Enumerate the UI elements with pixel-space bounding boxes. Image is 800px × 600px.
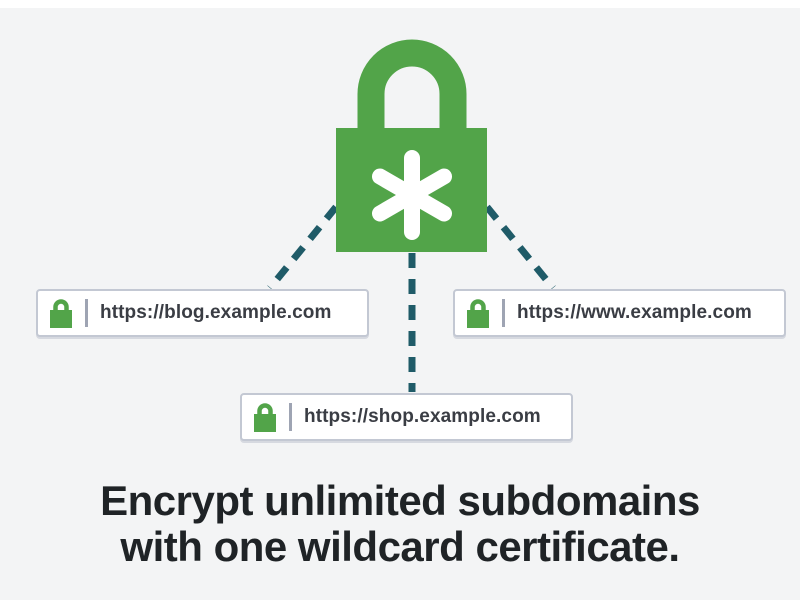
url-bar-www: https://www.example.com <box>453 289 786 337</box>
top-strip <box>0 0 800 8</box>
connector-blog <box>267 204 339 291</box>
headline-line-1: Encrypt unlimited subdomains <box>100 477 700 524</box>
connector-www <box>484 204 556 291</box>
connector-lines <box>267 204 556 392</box>
url-separator <box>85 299 88 327</box>
url-separator <box>289 403 292 431</box>
padlock-icon <box>254 403 276 432</box>
headline: Encrypt unlimited subdomains with one wi… <box>0 478 800 570</box>
url-text-www: https://www.example.com <box>517 302 752 323</box>
url-text-shop: https://shop.example.com <box>304 406 541 427</box>
headline-line-2: with one wildcard certificate. <box>120 523 680 570</box>
url-bar-shop: https://shop.example.com <box>240 393 573 441</box>
padlock-shackle <box>357 39 467 134</box>
padlock-icon <box>50 299 72 328</box>
padlock-icon <box>467 299 489 328</box>
wildcard-padlock-icon <box>336 39 487 252</box>
asterisk-icon <box>372 150 452 240</box>
url-separator <box>502 299 505 327</box>
url-text-blog: https://blog.example.com <box>100 302 332 323</box>
url-bar-blog: https://blog.example.com <box>36 289 369 337</box>
